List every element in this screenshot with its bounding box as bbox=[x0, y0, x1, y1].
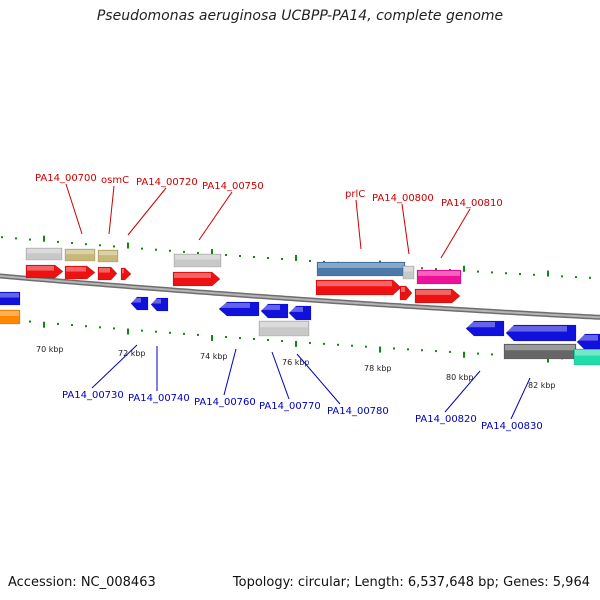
forward-gene-arrow bbox=[25, 264, 64, 279]
forward-leader-line bbox=[108, 185, 115, 235]
reverse-gene-arrow-shine bbox=[262, 305, 280, 310]
reverse-gene-label: PA14_00760 bbox=[194, 397, 256, 408]
reverse-gene-label: PA14_00740 bbox=[128, 393, 190, 404]
reverse-gene-arrow bbox=[218, 301, 260, 317]
forward-gene-label: PA14_00720 bbox=[136, 177, 198, 188]
reverse-gene-arrow bbox=[130, 296, 149, 311]
kbp-tick-label: 78 kbp bbox=[364, 364, 392, 373]
reverse-leader-line bbox=[296, 353, 341, 405]
reverse-gene-arrow bbox=[260, 303, 289, 319]
reverse-gene-label: PA14_00730 bbox=[62, 390, 124, 401]
feature-magenta-shine bbox=[418, 271, 460, 276]
feature-dark-shine bbox=[505, 345, 575, 351]
reverse-leader-line bbox=[510, 377, 531, 420]
feature-teal bbox=[573, 348, 600, 366]
feature-orange bbox=[0, 309, 21, 325]
forward-gene-arrow bbox=[172, 271, 221, 287]
reverse-gene-arrow bbox=[150, 297, 169, 312]
feature-grey bbox=[402, 265, 415, 280]
feature-grey bbox=[25, 247, 63, 261]
forward-leader-line bbox=[198, 191, 233, 241]
reverse-gene-arrow-shine bbox=[152, 299, 161, 304]
reverse-gene-label: PA14_00820 bbox=[415, 414, 477, 425]
forward-gene-label: PA14_00700 bbox=[35, 173, 97, 184]
feature-grey bbox=[258, 320, 310, 337]
forward-gene-arrow bbox=[399, 285, 413, 301]
forward-gene-arrow bbox=[64, 265, 96, 280]
feature-grey-shine bbox=[27, 249, 61, 254]
kbp-tick-label: 82 kbp bbox=[528, 381, 556, 390]
accession-text: Accession: NC_008463 bbox=[8, 575, 156, 590]
forward-gene-arrow-shine bbox=[66, 267, 86, 272]
reverse-leader-line bbox=[223, 348, 237, 396]
reverse-gene-arrow bbox=[505, 324, 577, 342]
reverse-gene-label: PA14_00780 bbox=[327, 406, 389, 417]
feature-magenta bbox=[416, 269, 462, 285]
forward-gene-arrow-shine bbox=[401, 287, 405, 292]
forward-leader-line bbox=[401, 203, 410, 255]
forward-gene-label: osmC bbox=[101, 175, 129, 186]
topology-text: Topology: circular; Length: 6,537,648 bp… bbox=[232, 575, 590, 590]
forward-gene-arrow bbox=[120, 267, 132, 281]
kbp-tick-label: 76 kbp bbox=[282, 358, 310, 367]
feature-grey-shine bbox=[175, 255, 220, 260]
forward-gene-label: PA14_00810 bbox=[441, 198, 503, 209]
reverse-gene-arrow-shine bbox=[467, 322, 495, 328]
forward-gene-label: prlC bbox=[345, 189, 365, 200]
reverse-gene-arrow-shine bbox=[132, 298, 141, 303]
reverse-gene-arrow-shine bbox=[220, 303, 250, 308]
forward-gene-arrow-shine bbox=[27, 266, 54, 271]
forward-leader-line bbox=[440, 208, 471, 259]
reverse-gene-arrow-shine bbox=[0, 293, 19, 298]
feature-olive bbox=[97, 249, 119, 263]
forward-gene-label: PA14_00750 bbox=[202, 181, 264, 192]
forward-gene-arrow-shine bbox=[122, 269, 124, 274]
reverse-gene-label: PA14_00830 bbox=[481, 421, 543, 432]
forward-leader-line bbox=[127, 187, 167, 236]
forward-gene-arrow-shine bbox=[99, 268, 110, 273]
forward-gene-arrow-shine bbox=[174, 273, 211, 278]
forward-gene-label: PA14_00800 bbox=[372, 193, 434, 204]
forward-leader-line bbox=[65, 183, 83, 235]
feature-grey bbox=[173, 253, 222, 268]
forward-gene-arrow-shine bbox=[416, 290, 451, 295]
feature-grey-shine bbox=[404, 267, 413, 272]
kbp-tick-label: 72 kbp bbox=[118, 349, 146, 358]
feature-olive bbox=[64, 248, 96, 262]
feature-olive-shine bbox=[99, 251, 117, 256]
forward-gene-arrow-shine bbox=[317, 281, 392, 287]
kbp-tick-label: 74 kbp bbox=[200, 352, 228, 361]
kbp-tick-label: 70 kbp bbox=[36, 345, 64, 354]
feature-prlc-product-shine bbox=[318, 263, 404, 268]
forward-gene-arrow bbox=[414, 288, 461, 304]
reverse-leader-line bbox=[444, 370, 481, 413]
forward-gene-arrow bbox=[315, 279, 402, 296]
reverse-gene-arrow-shine bbox=[507, 326, 567, 332]
kbp-tick-label: 80 kbp bbox=[446, 373, 474, 382]
forward-gene-arrow bbox=[97, 266, 118, 281]
feature-grey-shine bbox=[260, 322, 308, 328]
reverse-gene-arrow bbox=[288, 305, 312, 321]
feature-orange-shine bbox=[0, 311, 19, 316]
reverse-leader-line bbox=[91, 344, 138, 389]
genome-backbone-highlight bbox=[0, 274, 600, 319]
feature-teal-shine bbox=[575, 350, 600, 356]
genome-title: Pseudomonas aeruginosa UCBPP-PA14, compl… bbox=[96, 8, 504, 24]
feature-olive-shine bbox=[66, 250, 94, 255]
reverse-gene-arrow-shine bbox=[290, 307, 303, 312]
reverse-leader-line bbox=[271, 351, 290, 400]
reverse-gene-label: PA14_00770 bbox=[259, 401, 321, 412]
reverse-gene-arrow bbox=[0, 291, 21, 306]
forward-leader-line bbox=[355, 199, 362, 250]
reverse-gene-arrow-shine bbox=[578, 335, 598, 341]
reverse-gene-arrow bbox=[465, 320, 505, 337]
